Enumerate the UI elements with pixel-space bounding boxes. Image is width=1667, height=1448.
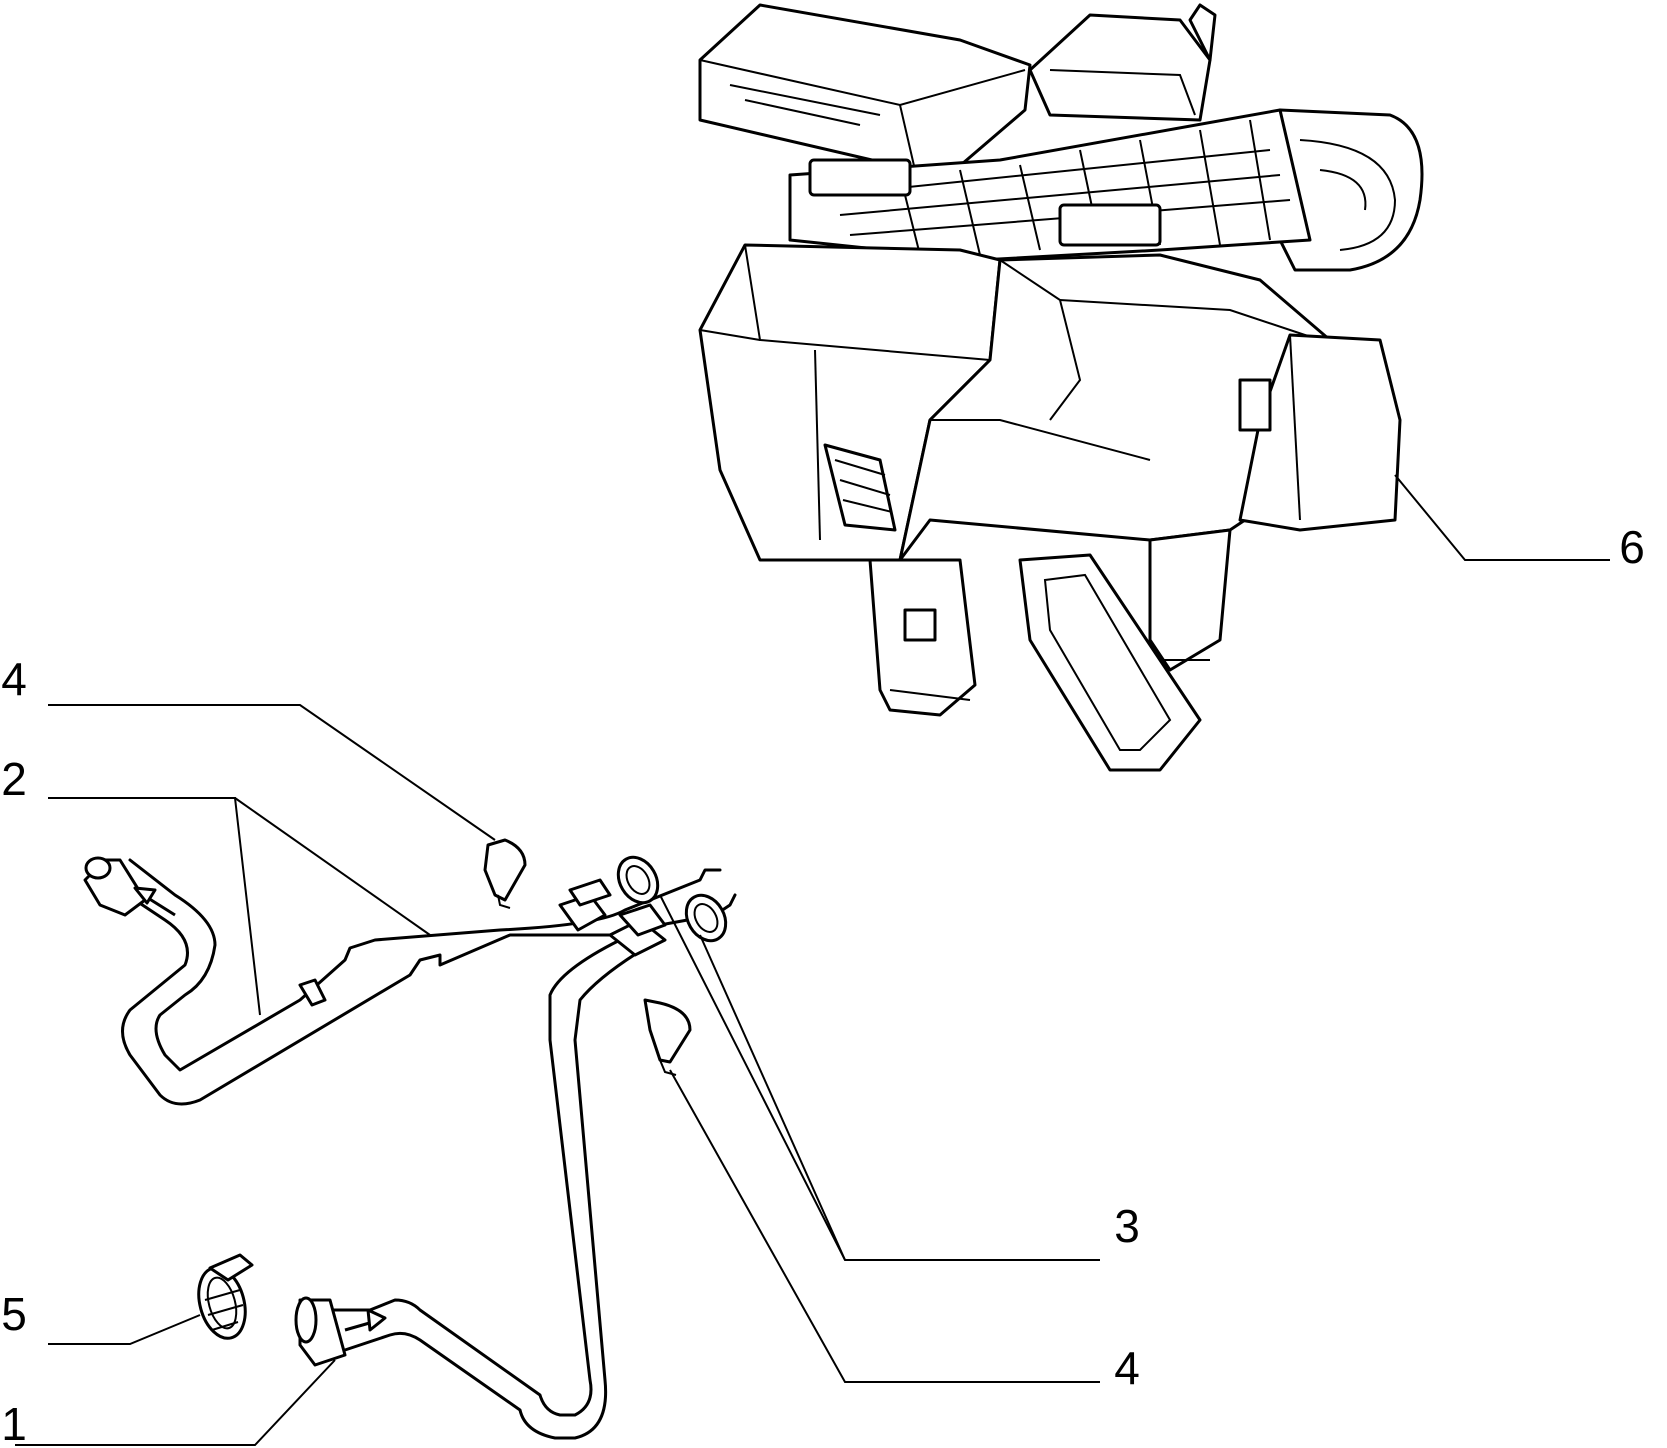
o-rings-part-3 <box>616 855 728 943</box>
callout-label-5: 5 <box>1 1288 27 1340</box>
clip-part-4-upper <box>483 838 527 909</box>
hose-clamp-part-5 <box>197 1253 254 1340</box>
heater-hose-part-2 <box>83 856 737 1106</box>
clip-part-4-lower <box>643 998 692 1076</box>
callout-label-1: 1 <box>1 1398 27 1448</box>
leader-lines <box>15 474 1610 1446</box>
heater-hose-part-1 <box>294 903 667 1440</box>
callout-label-4-lower: 4 <box>1114 1342 1140 1394</box>
hvac-housing-part-6 <box>698 3 1424 772</box>
callout-label-4-upper: 4 <box>1 653 27 705</box>
callout-labels: 6 4 2 3 4 5 1 <box>1 521 1645 1448</box>
callout-label-2: 2 <box>1 753 27 805</box>
callout-label-6: 6 <box>1619 521 1645 573</box>
callout-label-3: 3 <box>1114 1200 1140 1252</box>
